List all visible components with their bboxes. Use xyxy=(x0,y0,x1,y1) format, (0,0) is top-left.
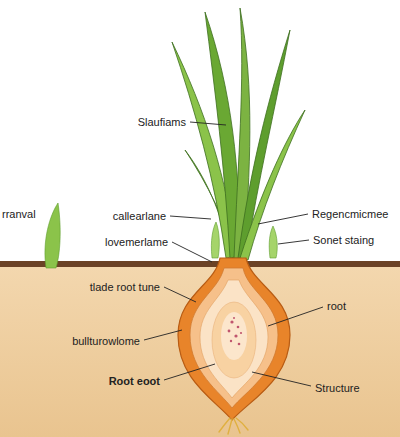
part-label: rranval xyxy=(2,207,36,221)
part-label: lovemerlame xyxy=(105,235,168,249)
side-sprout xyxy=(211,222,219,258)
core-dots xyxy=(228,317,242,345)
bulb-outer xyxy=(178,258,290,420)
side-sprout xyxy=(269,226,277,258)
part-label: root xyxy=(327,299,346,313)
bulb-core xyxy=(212,302,256,378)
bulb-core xyxy=(221,312,247,360)
bulb-layer xyxy=(200,280,268,398)
roots xyxy=(219,418,248,434)
part-label: Sonet staing xyxy=(313,233,374,247)
part-label: callearlane xyxy=(113,209,166,223)
part-label: bullturowlome xyxy=(72,334,140,348)
leaves xyxy=(172,8,305,260)
bulb-layer xyxy=(190,268,278,408)
ground-line xyxy=(0,261,400,267)
part-label: Root eoot xyxy=(109,374,160,388)
small-leaf xyxy=(45,203,60,268)
part-label: Structure xyxy=(315,381,360,395)
leader-lines xyxy=(144,122,323,386)
part-label: tlade root tune xyxy=(90,280,160,294)
part-label: Regencmicmee xyxy=(312,207,388,221)
part-label: Slaufiams xyxy=(138,115,186,129)
